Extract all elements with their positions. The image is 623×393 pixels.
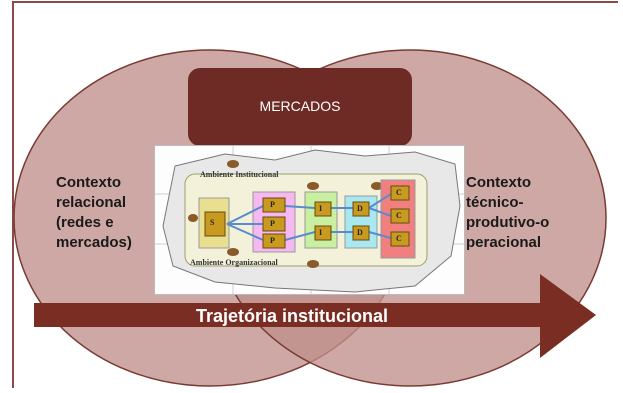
node-box-letter: C (396, 211, 402, 220)
inset-drawing (155, 146, 464, 294)
node-box-letter: D (357, 228, 363, 237)
right-context-label: Contexto técnico-produtivo-o peracional (466, 174, 550, 251)
trajectory-arrow (34, 274, 596, 358)
node-box-letter: I (319, 204, 323, 213)
mercados-box: MERCADOS (188, 68, 412, 146)
organizational-label: Ambiente Organizacional (190, 258, 278, 267)
node-box-letter: P (270, 200, 275, 209)
inset-diagram: Ambiente Institucional Ambiente Organiza… (154, 145, 465, 295)
node-box-letter: S (210, 218, 215, 227)
node-box-letter: I (319, 228, 323, 237)
mercados-label: MERCADOS (259, 98, 341, 114)
trajectory-label: Trajetória institucional (196, 306, 389, 326)
node-box-letter: P (270, 236, 275, 245)
node-box-letter: D (357, 204, 363, 213)
node-box-letter: P (270, 219, 275, 228)
left-context-label: Contexto relacional (redes e mercados) (56, 174, 132, 251)
node-box-letter: C (396, 234, 402, 243)
frame-border (12, 1, 618, 388)
institutional-label: Ambiente Institucional (200, 170, 279, 179)
node-box-letter: C (396, 188, 402, 197)
flow-arrows (226, 193, 392, 241)
node-boxes (204, 185, 410, 249)
environment-dots (188, 160, 397, 268)
